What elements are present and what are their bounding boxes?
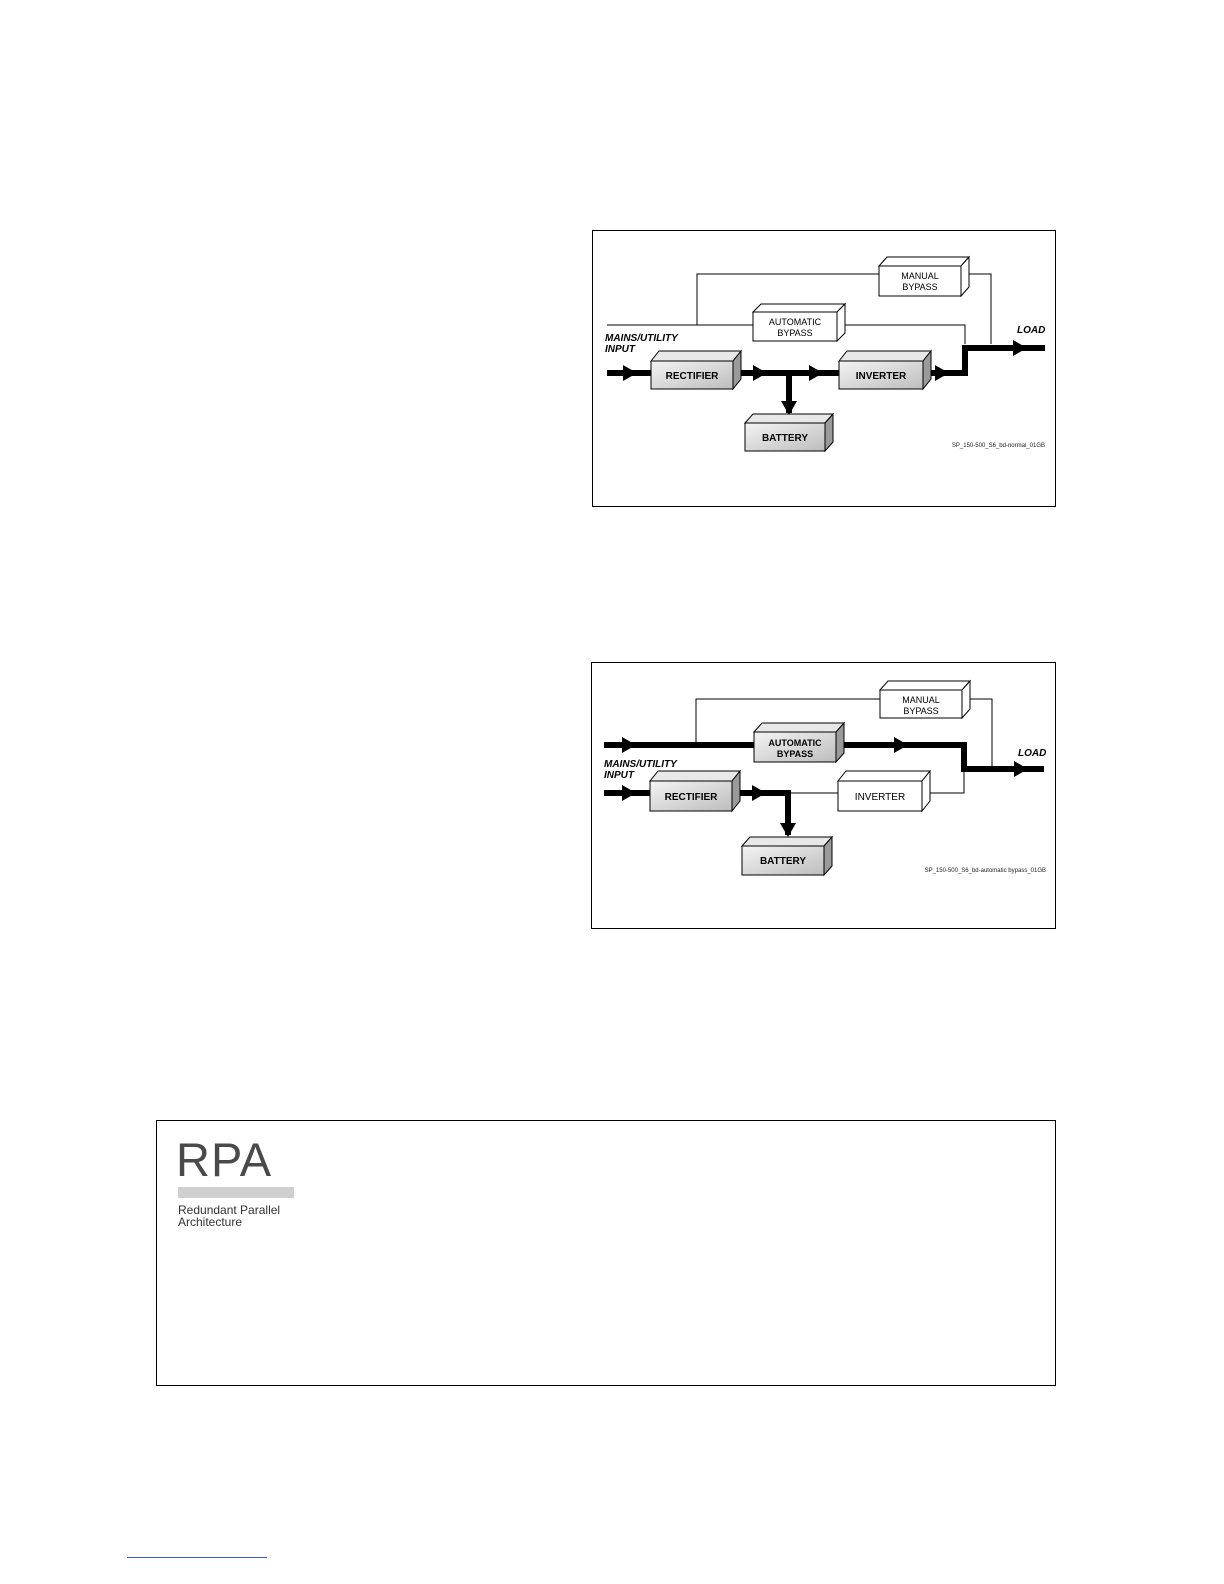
rectifier-block: RECTIFIER [650,771,740,811]
inverter-out-line [928,769,964,793]
battery-label: BATTERY [760,856,806,867]
inverter-label: INVERTER [856,371,907,382]
inverter-to-load-path [929,348,1045,373]
rectifier-block: RECTIFIER [651,351,741,389]
diagram-normal-svg: MANUAL BYPASS AUTOMATIC BYPASS RECTIFIER… [593,231,1057,508]
input-label-1: MAINS/UTILITY [604,759,678,770]
rpa-logo: RPA [176,1135,272,1185]
footer-rule [127,1557,267,1558]
inverter-block: INVERTER [839,351,931,389]
manual-bypass-block: MANUAL BYPASS [880,681,970,718]
rectifier-label: RECTIFIER [666,371,720,382]
automatic-bypass-label-1: AUTOMATIC [769,317,822,327]
block-diagram-automatic-bypass: MANUAL BYPASS AUTOMATIC BYPASS RECTIFIER… [591,662,1056,929]
battery-block: BATTERY [745,414,833,451]
diagram-bypass-svg: MANUAL BYPASS AUTOMATIC BYPASS RECTIFIER… [592,663,1057,930]
manual-bypass-label-1: MANUAL [901,271,939,281]
manual-bypass-label-1: MANUAL [902,695,940,705]
arrow-rect-out [753,365,767,381]
input-label-2: INPUT [605,344,636,355]
arrow-bypass-out [894,737,908,753]
battery-block: BATTERY [742,837,832,875]
inverter-label: INVERTER [855,792,905,803]
automatic-bypass-block: AUTOMATIC BYPASS [754,723,844,762]
input-label-2: INPUT [604,770,635,781]
arrow-input [622,785,636,801]
rpa-info-box: RPA Redundant Parallel Architecture [156,1120,1056,1386]
rpa-caption-line2: Architecture [178,1216,242,1229]
arrow-battery [780,823,796,837]
arrow-battery [781,401,797,415]
manual-bypass-label-2: BYPASS [902,282,937,292]
arrow-load [1013,340,1027,356]
input-label-1: MAINS/UTILITY [605,333,679,344]
rpa-logo-bar [178,1187,294,1198]
automatic-bypass-out-line [837,325,965,344]
inverter-block: INVERTER [838,771,930,811]
automatic-bypass-label-2: BYPASS [777,749,813,759]
diagram-code: SP_150-500_S6_bd-automatic bypass_01GB [925,868,1046,874]
arrow-load [1014,761,1028,777]
load-label: LOAD [1017,325,1045,336]
arrow-to-inverter [809,365,823,381]
automatic-bypass-label-1: AUTOMATIC [768,738,822,748]
bypass-to-load-path [832,745,1044,769]
arrow-rect-out [752,785,766,801]
arrow-inv-out [935,365,949,381]
block-diagram-normal: MANUAL BYPASS AUTOMATIC BYPASS RECTIFIER… [592,230,1056,507]
diagram-code: SP_150-500_S6_bd-normal_01GB [952,443,1045,449]
manual-bypass-label-2: BYPASS [903,706,938,716]
arrow-bypass-in [622,737,636,753]
rectifier-label: RECTIFIER [665,792,719,803]
battery-label: BATTERY [762,433,808,444]
load-label: LOAD [1018,748,1046,759]
automatic-bypass-block: AUTOMATIC BYPASS [753,304,845,341]
arrow-input [623,365,637,381]
manual-bypass-block: MANUAL BYPASS [879,257,969,296]
automatic-bypass-label-2: BYPASS [777,328,812,338]
